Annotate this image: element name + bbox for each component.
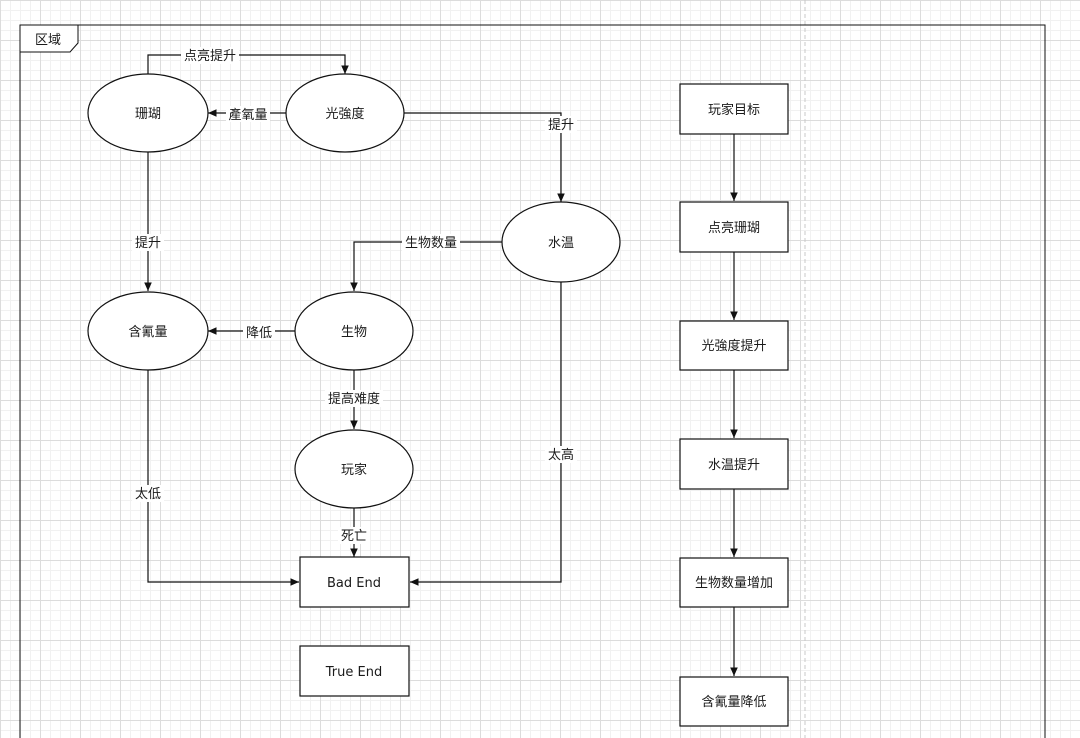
- node-chlorine-label: 含氰量: [128, 324, 167, 340]
- edge-label-bg: [338, 527, 370, 544]
- goal-label: 生物数量增加: [695, 576, 773, 591]
- node-water-temp-label: 水温: [548, 236, 574, 251]
- edge-water-temp-to-bad-end[interactable]: [410, 282, 562, 586]
- node-chlorine[interactable]: 含氰量: [87, 291, 209, 371]
- region-label: 区域: [35, 33, 61, 48]
- node-coral[interactable]: 珊瑚: [87, 73, 209, 153]
- goal-label: 玩家目标: [708, 102, 760, 118]
- goal-label: 光強度提升: [701, 338, 766, 354]
- node-true-end[interactable]: True End: [299, 645, 410, 697]
- edge-light-to-water-temp[interactable]: [404, 112, 565, 202]
- region-frame[interactable]: [19, 24, 1046, 738]
- node-creature[interactable]: 生物: [294, 291, 414, 371]
- edge-label-coral-to-chlorine: 提升: [135, 235, 161, 251]
- edge-label-light-to-coral: 產氧量: [228, 107, 267, 123]
- goal-box-light-intensity-up[interactable]: 光強度提升: [679, 320, 789, 371]
- node-light-intensity[interactable]: 光強度: [285, 73, 405, 153]
- goal-label: 点亮珊瑚: [708, 220, 760, 236]
- edge-label-player-to-bad-end: 死亡: [341, 529, 367, 544]
- node-creature-label: 生物: [341, 325, 367, 340]
- node-water-temp[interactable]: 水温: [501, 201, 621, 283]
- edge-label-coral-to-light: 点亮提升: [184, 48, 236, 64]
- node-coral-label: 珊瑚: [135, 107, 161, 122]
- edge-label-bg: [181, 47, 239, 64]
- edge-label-water-temp-to-creature: 生物数量: [405, 236, 457, 251]
- edge-label-light-to-water-temp: 提升: [548, 117, 574, 133]
- region-tab: [19, 24, 79, 53]
- node-bad-end[interactable]: Bad End: [299, 556, 410, 608]
- edge-label-bg: [402, 234, 460, 251]
- edge-label-bg: [132, 485, 164, 502]
- node-light-intensity-label: 光強度: [325, 106, 364, 122]
- edge-chlorine-to-bad-end[interactable]: [147, 370, 299, 586]
- edge-label-bg: [545, 446, 577, 463]
- edge-label-bg: [132, 234, 164, 251]
- edge-label-bg: [226, 106, 270, 122]
- node-true-end-label: True End: [325, 665, 382, 680]
- goal-box-player-goal[interactable]: 玩家目标: [679, 83, 789, 135]
- node-bad-end-label: Bad End: [327, 576, 381, 591]
- goal-label: 含氰量降低: [701, 694, 766, 710]
- edge-label-chlorine-to-bad-end: 太低: [135, 487, 161, 502]
- edge-label-creature-to-player: 提高难度: [328, 391, 380, 407]
- node-player[interactable]: 玩家: [294, 429, 414, 509]
- goal-box-chlorine-down[interactable]: 含氰量降低: [679, 676, 789, 727]
- goal-box-water-temp-up[interactable]: 水温提升: [679, 438, 789, 490]
- goal-label: 水温提升: [708, 457, 760, 473]
- edge-label-creature-to-chlorine: 降低: [246, 326, 272, 341]
- edge-label-bg: [243, 324, 275, 340]
- edge-label-water-temp-to-bad-end: 太高: [548, 447, 574, 463]
- edge-coral-to-light[interactable]: [147, 54, 349, 75]
- node-player-label: 玩家: [341, 462, 367, 478]
- edge-label-bg: [545, 116, 577, 133]
- edge-label-bg: [325, 390, 383, 407]
- goal-box-creature-count-up[interactable]: 生物数量增加: [679, 557, 789, 608]
- goal-box-light-coral[interactable]: 点亮珊瑚: [679, 201, 789, 253]
